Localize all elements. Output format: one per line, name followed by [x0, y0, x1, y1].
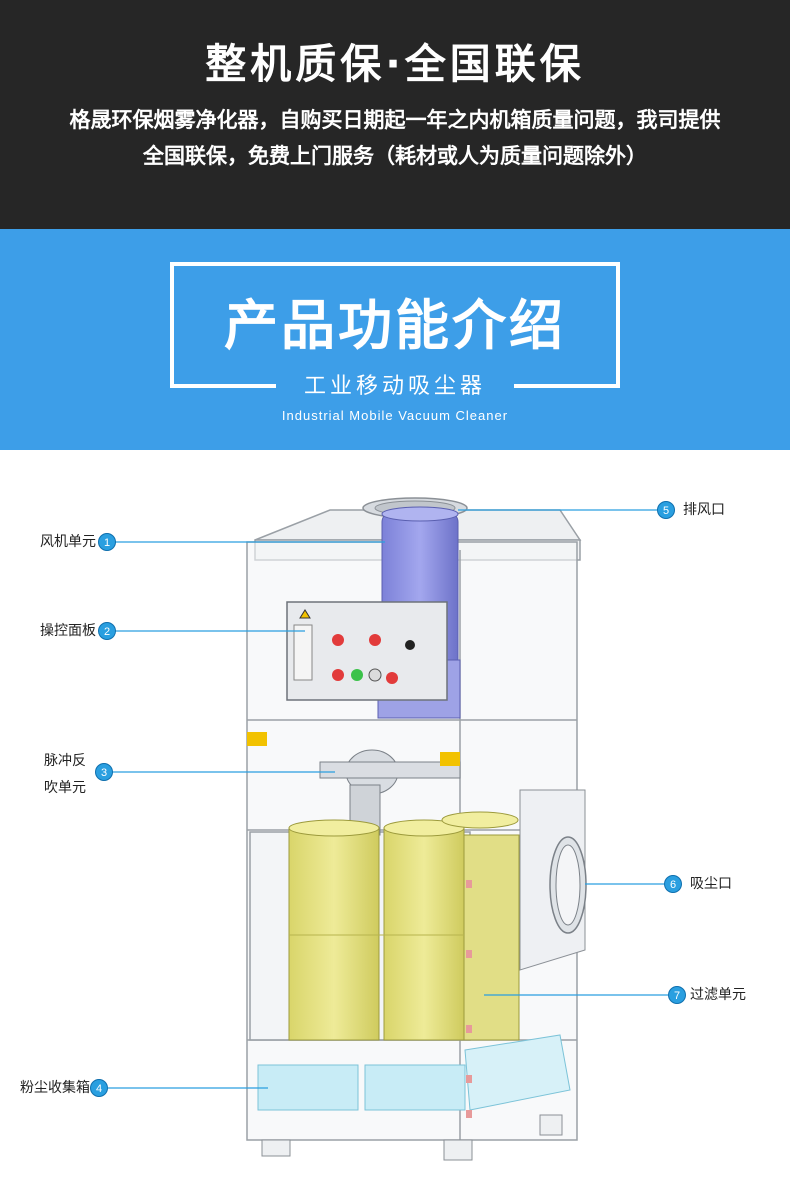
callout-label-pulse-line-2: 吹单元 [44, 780, 86, 796]
callout-badge-4: 4 [90, 1079, 108, 1097]
machine-illustration [108, 497, 668, 1161]
callout-badge-1: 1 [98, 533, 116, 551]
intake-port [519, 789, 587, 971]
callout-label-intake: 吸尘口 [690, 876, 732, 892]
callout-badge-5: 5 [657, 501, 675, 519]
control-panel-body [286, 601, 448, 701]
warranty-banner: 整机质保·全国联保 格晟环保烟雾净化器，自购买日期起一年之内机箱质量问题，我司提… [0, 0, 790, 229]
warranty-line-1: 格晟环保烟雾净化器，自购买日期起一年之内机箱质量问题，我司提供 [69, 108, 721, 132]
intro-banner: 产品功能介绍 工业移动吸尘器 Industrial Mobile Vacuum … [0, 229, 790, 450]
callout-label-dust-box: 粉尘收集箱 [20, 1080, 90, 1096]
callout-badge-6: 6 [664, 875, 682, 893]
warranty-line-2: 全国联保，免费上门服务（耗材或人为质量问题除外） [143, 144, 647, 168]
cabinet-legs [261, 1114, 563, 1161]
callout-badge-3: 3 [95, 763, 113, 781]
callout-badge-7: 7 [668, 986, 686, 1004]
callout-label-filter: 过滤单元 [690, 987, 746, 1003]
callout-label-control-panel: 操控面板 [40, 623, 96, 639]
cabinet-latches [466, 880, 472, 1118]
intro-english: Industrial Mobile Vacuum Cleaner [281, 408, 509, 423]
warranty-description: 格晟环保烟雾净化器，自购买日期起一年之内机箱质量问题，我司提供 全国联保，免费上… [0, 102, 790, 174]
callout-label-fan-unit: 风机单元 [40, 534, 96, 550]
callout-label-pulse-line-1: 脉冲反 [44, 753, 86, 769]
callout-badge-2: 2 [98, 622, 116, 640]
callout-label-exhaust: 排风口 [683, 502, 725, 518]
callout-lines [108, 509, 668, 1089]
frame-gap [276, 379, 514, 397]
intro-heading: 产品功能介绍 [224, 294, 566, 357]
warranty-title: 整机质保·全国联保 [205, 40, 585, 88]
intro-subheading: 工业移动吸尘器 [303, 374, 486, 399]
filter-cartridges [288, 811, 520, 1041]
dust-box [257, 1034, 571, 1111]
product-diagram: 风机单元 1 操控面板 2 脉冲反 吹单元 3 粉尘收集箱 4 5 排风口 6 … [0, 450, 790, 1181]
